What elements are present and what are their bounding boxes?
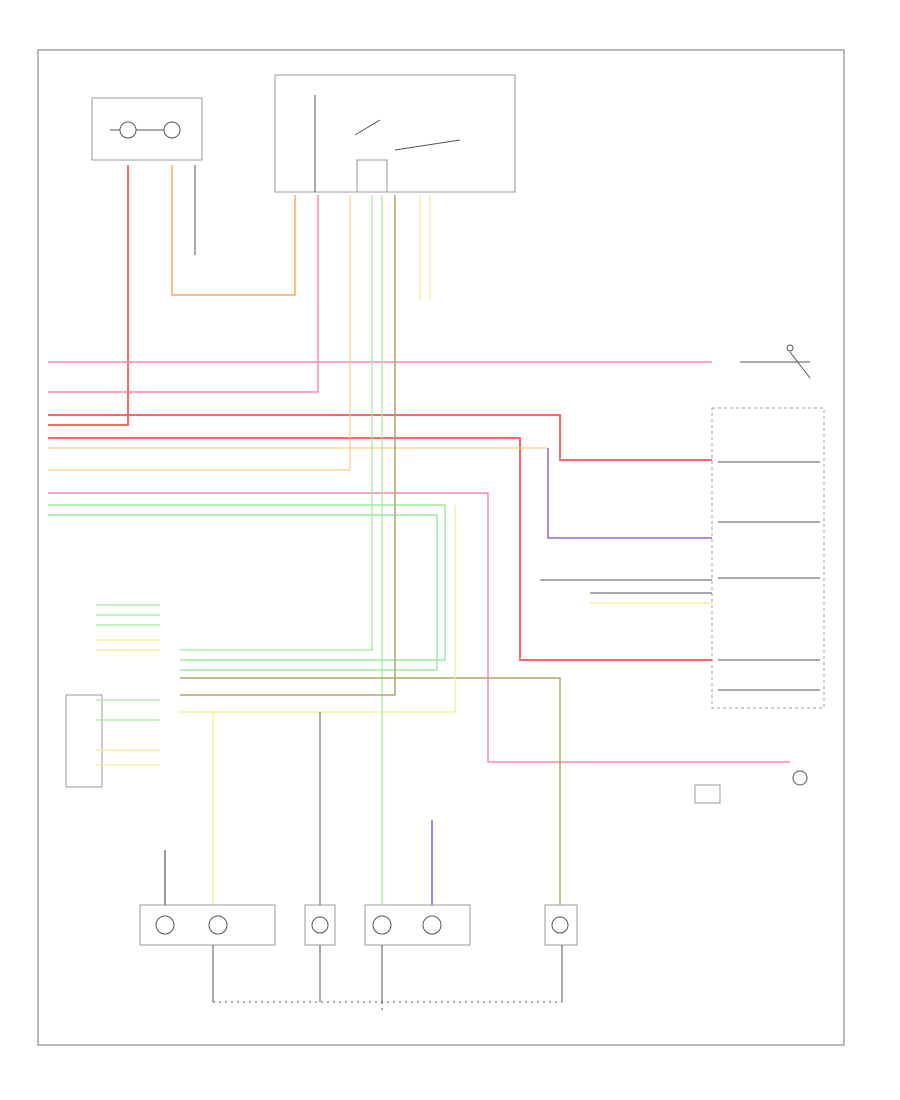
wire-light_orange-6 [48, 195, 351, 471]
wire-yellow-16 [180, 505, 456, 713]
wire-green-11 [48, 514, 438, 671]
instrument-cluster-component [711, 407, 825, 709]
wire-red-0 [48, 165, 129, 426]
hazard-switch-component [91, 97, 203, 161]
wire-red-2 [48, 437, 712, 661]
wire-green-10 [48, 504, 446, 661]
wire-tan-15 [180, 677, 561, 905]
control-module-component [274, 74, 516, 193]
center-lamp [304, 904, 336, 946]
top-right-switch [740, 344, 811, 379]
rear-lamps-left [139, 904, 276, 946]
wire-red-1 [48, 414, 712, 461]
wire-green-12 [180, 195, 373, 651]
diagram-frame [37, 49, 845, 1046]
wire-pink-4 [48, 195, 319, 393]
wire-violet-8 [547, 448, 712, 539]
ground-bus [212, 945, 563, 1012]
connector-c1-component [65, 694, 103, 788]
wire-orange-5 [171, 165, 296, 296]
wire-pink-9 [48, 492, 790, 763]
license-lamp [792, 770, 808, 786]
rear-lamps-right [364, 904, 471, 946]
right-lamp [544, 904, 578, 946]
wires-layer [48, 165, 790, 905]
trailer-connector [694, 784, 721, 804]
wire-tan-14 [180, 195, 396, 696]
